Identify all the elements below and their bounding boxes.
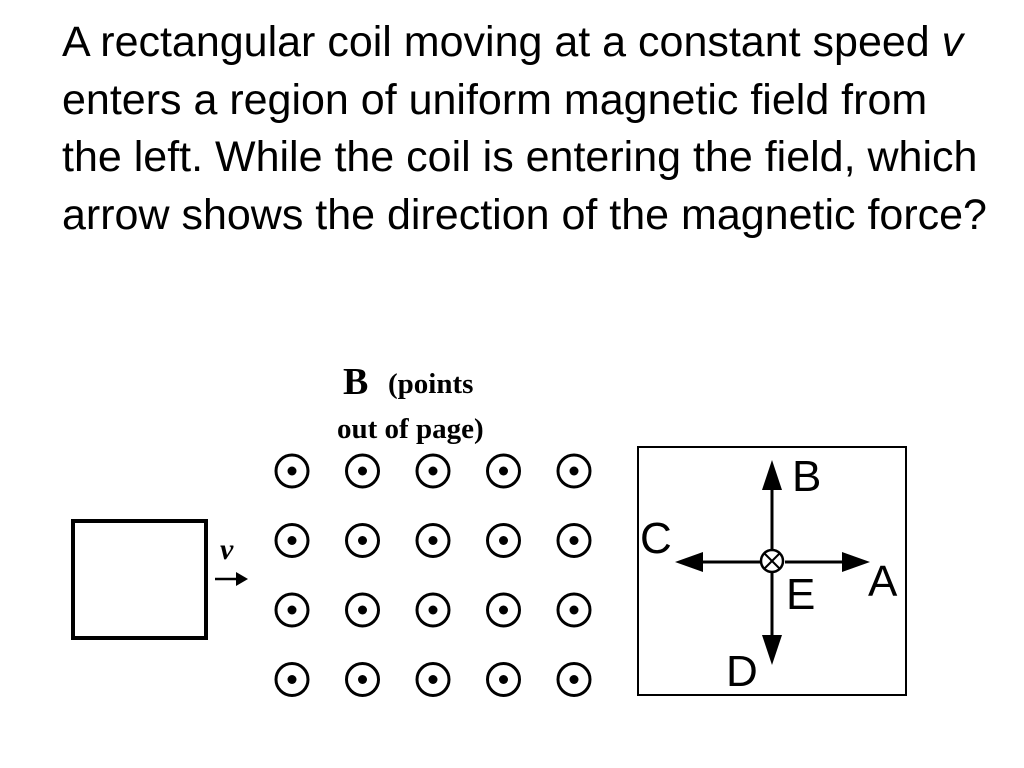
- arrow-up-head: [762, 460, 782, 490]
- arrow-left-head: [675, 552, 703, 572]
- choice-label-center: E: [786, 570, 815, 619]
- field-dot-icon: [556, 523, 592, 558]
- field-dot-icon: [345, 592, 380, 628]
- velocity-label: v: [220, 533, 234, 566]
- field-label-line1: (points: [388, 368, 473, 400]
- field-dot-icon: [345, 453, 380, 489]
- choice-label-down: D: [726, 647, 758, 696]
- velocity-arrow-head: [236, 572, 248, 586]
- field-dot-icon: [486, 523, 521, 558]
- field-dot-icon: [556, 662, 592, 697]
- field-dot-icon: [486, 662, 521, 697]
- field-label-symbol: B: [343, 361, 368, 403]
- choice-label-up: B: [792, 452, 821, 501]
- field-dot-icon: [415, 662, 451, 697]
- field-dot-icon: [486, 592, 521, 628]
- field-dot-icon: [345, 662, 380, 697]
- choice-label-right: A: [868, 557, 898, 606]
- question-part-1: A rectangular coil moving at a constant …: [62, 18, 942, 66]
- question-part-2: enters a region of uniform magnetic fiel…: [62, 75, 987, 239]
- field-dot-icon: [274, 453, 310, 489]
- magnetic-field-grid: [274, 453, 592, 697]
- field-label-line2: out of page): [337, 413, 484, 445]
- field-dot-icon: [556, 592, 592, 628]
- answer-box: [637, 446, 907, 696]
- field-dot-icon: [415, 453, 451, 489]
- choice-label-left: C: [640, 514, 672, 563]
- velocity-variable: v: [941, 18, 964, 66]
- arrow-down-head: [762, 635, 782, 665]
- field-dot-icon: [274, 662, 310, 697]
- field-dot-icon: [274, 592, 310, 628]
- field-dot-icon: [556, 453, 592, 489]
- rectangular-coil: [71, 519, 208, 640]
- question-text: A rectangular coil moving at a constant …: [62, 14, 992, 244]
- field-dot-icon: [415, 523, 451, 558]
- field-dot-icon: [415, 592, 451, 628]
- field-dot-icon: [274, 523, 310, 558]
- field-dot-icon: [345, 523, 380, 558]
- cross-in-circle-icon: [759, 548, 785, 574]
- arrow-right-head: [842, 552, 870, 572]
- field-dot-icon: [486, 453, 521, 489]
